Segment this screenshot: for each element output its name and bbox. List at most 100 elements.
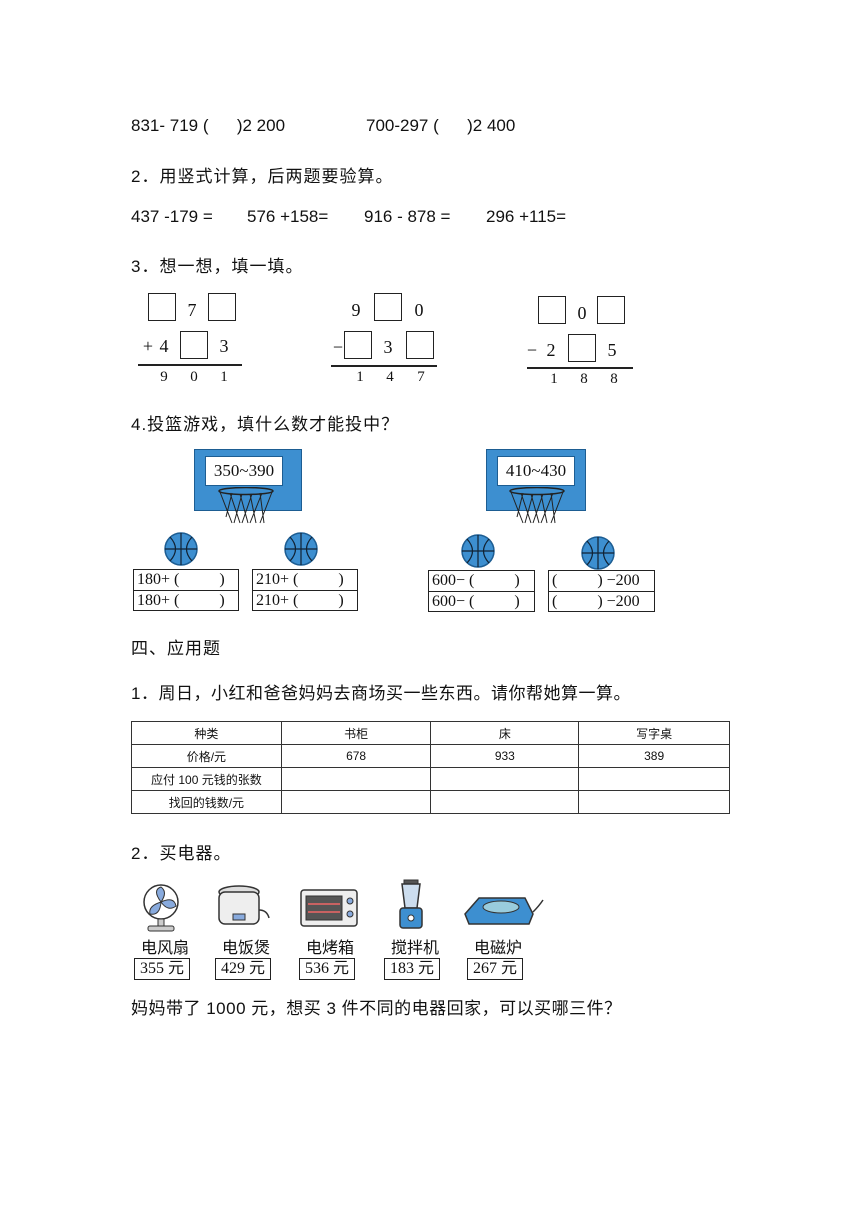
difference-line — [527, 367, 633, 369]
q4-title: 4.投篮游戏，填什么数才能投中？ — [131, 415, 400, 434]
digit: 3 — [383, 337, 393, 357]
appliance-name: 搅拌机 — [390, 940, 439, 957]
net-icon — [218, 487, 274, 524]
expression[interactable]: 210+ ( ) — [256, 571, 344, 588]
answer-box[interactable] — [538, 296, 566, 324]
compare-problem-1: 831- 719 ( )2 200 — [131, 116, 286, 135]
table-cell: 找回的钱数/元 — [131, 790, 282, 814]
q2-problem-1: 437 -179 = — [131, 207, 213, 226]
expression[interactable]: 180+ ( ) — [137, 571, 225, 588]
induction-cooker-icon — [464, 897, 544, 925]
digit: 7 — [187, 300, 197, 320]
net-icon — [509, 487, 565, 524]
result-digit: 0 — [190, 369, 198, 385]
answer-box[interactable] — [180, 331, 208, 359]
table-row: 价格/元 678 933 389 — [131, 744, 730, 768]
digit: 3 — [219, 336, 229, 356]
basketball-icon — [581, 536, 615, 570]
result-digit: 4 — [386, 369, 394, 385]
table-cell: 678 — [280, 744, 432, 768]
appliance-induction-cooker: 电磁炉 267 元 — [463, 876, 544, 986]
appliance-rice-cooker: 电饭煲 429 元 — [211, 876, 281, 986]
digit: 0 — [577, 303, 587, 323]
answer-cell[interactable] — [280, 790, 432, 814]
appliance-name: 电风扇 — [140, 940, 189, 957]
appliance-price: 355 元 — [134, 958, 190, 980]
operator: − — [332, 337, 344, 357]
appliance-oven: 电烤箱 536 元 — [295, 876, 365, 986]
appliance-blender: 搅拌机 183 元 — [380, 876, 450, 986]
expression[interactable]: 600− ( ) — [429, 591, 534, 612]
q2-title: 2．用竖式计算，后两题要验算。 — [131, 167, 394, 186]
table-header-cell: 写字桌 — [578, 721, 730, 745]
operator: − — [526, 340, 538, 360]
result-digit: 8 — [580, 371, 588, 387]
s4-q2-title: 2．买电器。 — [131, 844, 232, 863]
answer-box[interactable] — [344, 331, 372, 359]
table-header-cell: 床 — [430, 721, 580, 745]
appliance-price: 429 元 — [215, 958, 271, 980]
appliance-name: 电饭煲 — [221, 940, 270, 957]
table-header-cell: 种类 — [131, 721, 282, 745]
answer-cell[interactable] — [578, 767, 730, 791]
section-title: 四、应用题 — [131, 639, 221, 658]
digit: 4 — [159, 336, 169, 356]
fan-icon — [143, 884, 179, 932]
expression-box: 210+ ( ) 210+ ( ) — [252, 569, 358, 611]
answer-cell[interactable] — [280, 767, 432, 791]
table-cell: 389 — [578, 744, 730, 768]
answer-cell[interactable] — [430, 767, 580, 791]
difference-line — [331, 365, 437, 367]
target-range: 350~390 — [205, 456, 283, 486]
table-row: 找回的钱数/元 — [131, 790, 730, 814]
oven-icon — [300, 889, 358, 927]
answer-box[interactable] — [208, 293, 236, 321]
result-digit: 7 — [417, 369, 425, 385]
answer-box[interactable] — [374, 293, 402, 321]
answer-cell[interactable] — [578, 790, 730, 814]
expression[interactable]: 180+ ( ) — [134, 590, 238, 611]
expression[interactable]: 600− ( ) — [432, 572, 520, 589]
appliance-price: 267 元 — [467, 958, 523, 980]
digit: 5 — [607, 340, 617, 360]
answer-box[interactable] — [406, 331, 434, 359]
q2-problem-4: 296 +115= — [486, 207, 567, 226]
table-row: 应付 100 元钱的张数 — [131, 767, 730, 791]
table-header-cell: 书柜 — [280, 721, 432, 745]
expression-box: 600− ( ) 600− ( ) — [428, 570, 535, 612]
table-cell: 933 — [430, 744, 580, 768]
table-cell: 应付 100 元钱的张数 — [131, 767, 282, 791]
result-digit: 1 — [220, 369, 228, 385]
basketball-icon — [461, 534, 495, 568]
basketball-icon — [164, 532, 198, 566]
rice-cooker-icon — [218, 885, 270, 925]
expression[interactable]: ( ) −200 — [552, 572, 640, 589]
target-range: 410~430 — [497, 456, 575, 486]
answer-box[interactable] — [597, 296, 625, 324]
result-digit: 9 — [160, 369, 168, 385]
digit: 0 — [414, 300, 424, 320]
answer-box[interactable] — [568, 334, 596, 362]
answer-box[interactable] — [148, 293, 176, 321]
table-cell: 价格/元 — [131, 744, 282, 768]
expression-box: ( ) −200 ( ) −200 — [548, 570, 655, 612]
appliance-fan: 电风扇 355 元 — [130, 876, 200, 986]
operator: + — [142, 336, 154, 356]
appliance-name: 电烤箱 — [305, 940, 354, 957]
basketball-icon — [284, 532, 318, 566]
compare-problem-2: 700-297 ( )2 400 — [366, 116, 516, 135]
result-digit: 8 — [610, 371, 618, 387]
s4-q2-question: 妈妈带了 1000 元，想买 3 件不同的电器回家，可以买哪三件？ — [131, 999, 622, 1018]
s4-q1-title: 1．周日，小红和爸爸妈妈去商场买一些东西。请你帮她算一算。 — [131, 684, 631, 703]
table-header-row: 种类 书柜 床 写字桌 — [131, 721, 730, 745]
digit: 9 — [351, 300, 361, 320]
q2-problem-2: 576 +158= — [247, 207, 329, 226]
price-table: 种类 书柜 床 写字桌 价格/元 678 933 389 应付 100 元钱的张… — [131, 721, 730, 814]
result-digit: 1 — [356, 369, 364, 385]
sum-line — [138, 364, 242, 366]
appliance-price: 183 元 — [384, 958, 440, 980]
expression[interactable]: ( ) −200 — [549, 591, 654, 612]
answer-cell[interactable] — [430, 790, 580, 814]
digit: 2 — [546, 340, 556, 360]
expression[interactable]: 210+ ( ) — [253, 590, 357, 611]
